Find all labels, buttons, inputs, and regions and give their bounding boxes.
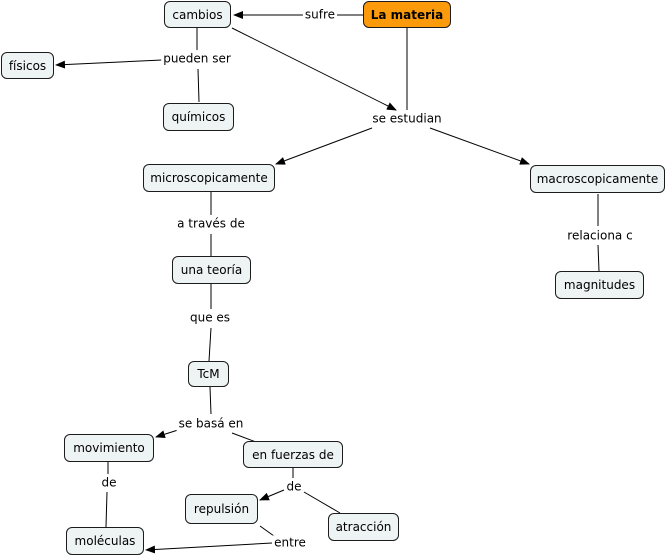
node-repulsion[interactable]: repulsión [185,494,258,524]
edge-se-estudian-micro [275,127,373,165]
link-relaciona-c: relaciona c [565,228,635,244]
node-en-fuerzas-de[interactable]: en fuerzas de [243,441,343,468]
link-de-movimiento: de [99,475,119,491]
edge-se-basa-fuerzas [231,432,257,443]
edge-tcm-se-basa [209,386,212,415]
edge-relaciona-magnitudes [597,244,600,272]
node-atraccion[interactable]: atracción [328,513,399,541]
node-cambios[interactable]: cambios [164,1,231,28]
link-que-es: que es [187,310,233,326]
link-a-traves-de: a través de [175,216,247,232]
link-de-fuerzas: de [284,479,304,495]
edge-que-es-tcm [208,327,212,362]
edge-de-moleculas [105,491,108,528]
edge-cambios-se-estudian [231,27,397,111]
node-la-materia[interactable]: La materia [363,1,451,28]
edge-de-repulsion [259,489,285,501]
link-pueden-ser: pueden ser [161,51,233,67]
node-magnitudes[interactable]: magnitudes [555,271,644,299]
edge-se-estudian-macro [429,127,530,165]
link-se-basa-en: se basá en [176,416,246,432]
node-movimiento[interactable]: movimiento [64,434,154,462]
node-tcm[interactable]: TcM [188,361,229,387]
edge-se-basa-movimiento [155,429,179,439]
edge-pueden-ser-fisicos [55,59,163,69]
edge-entre-moleculas [145,542,273,554]
edge-repulsion-entre [259,525,275,537]
edge-pueden-ser-quimicos [197,68,200,103]
node-fisicos[interactable]: físicos [1,52,54,79]
node-moleculas[interactable]: moléculas [66,527,144,555]
link-sufre: sufre [302,7,338,23]
node-microscopicamente[interactable]: microscopicamente [143,164,275,192]
link-se-estudian: se estudian [370,111,444,127]
node-una-teoria[interactable]: una teoría [172,256,251,284]
link-entre: entre [272,535,308,551]
node-quimicos[interactable]: químicos [163,103,234,131]
edge-de-atraccion [303,491,341,514]
node-macroscopicamente[interactable]: macroscopicamente [530,165,665,193]
